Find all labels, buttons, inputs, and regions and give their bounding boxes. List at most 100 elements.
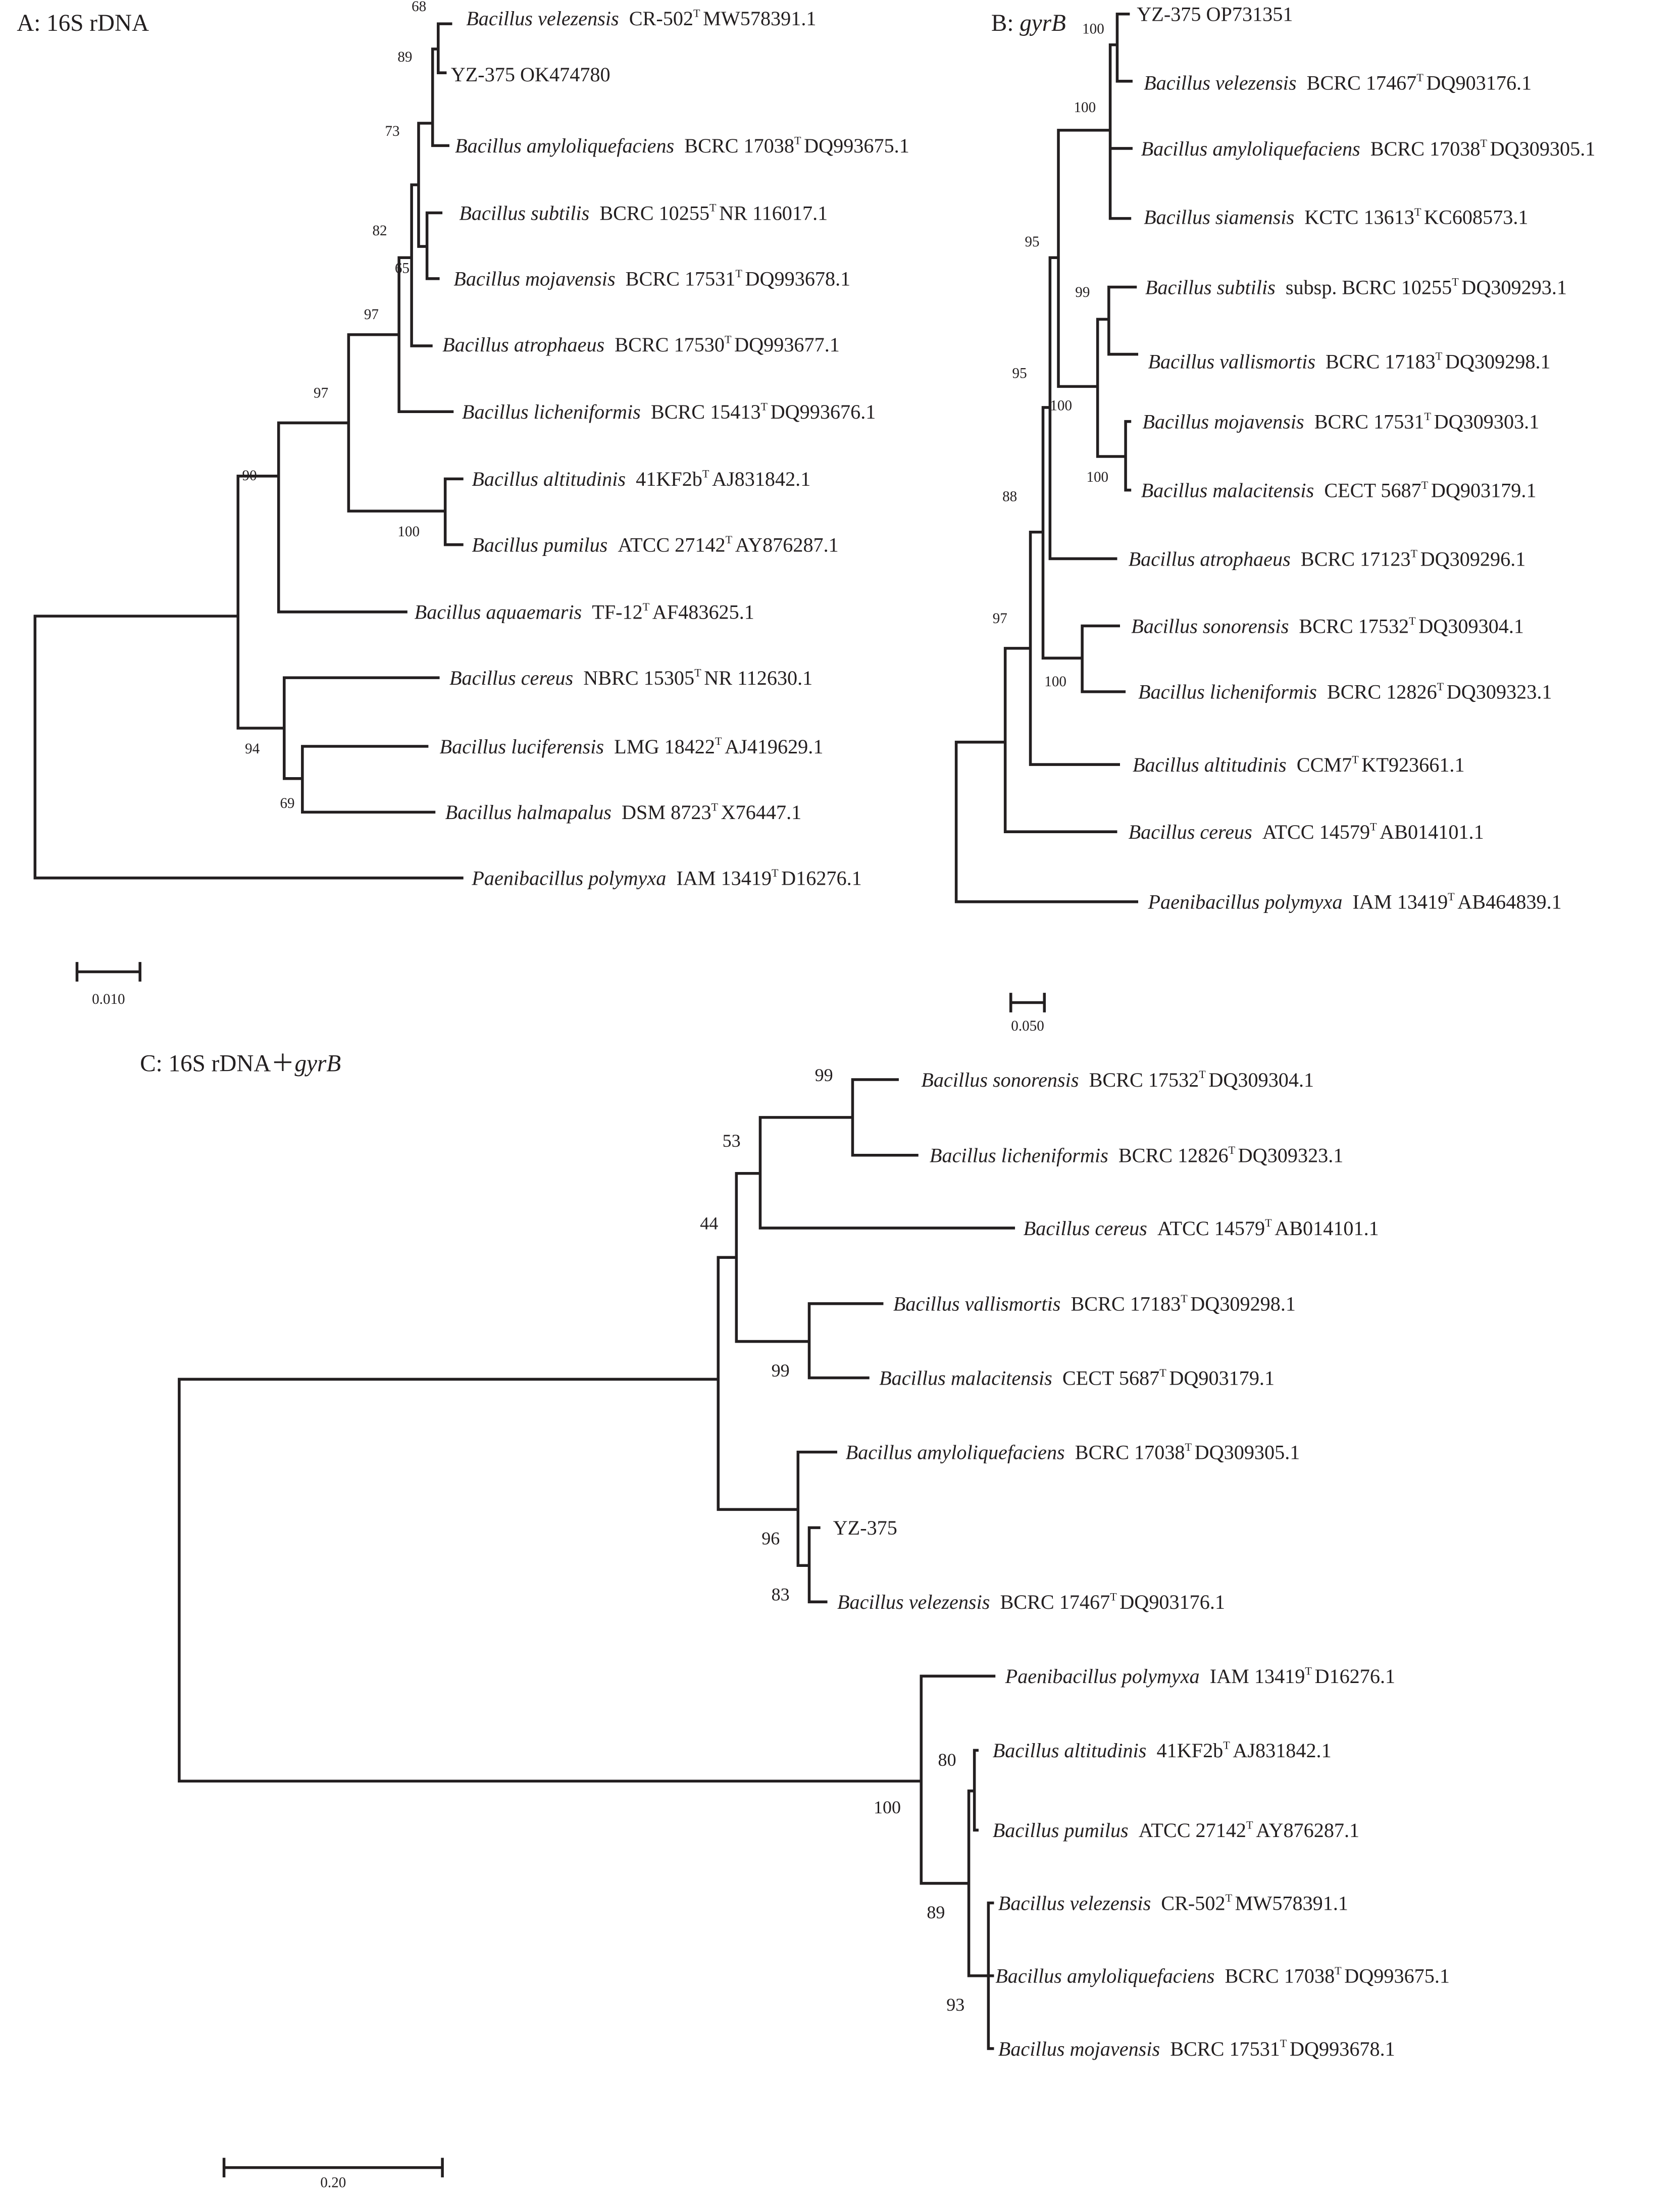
accession-number: NR 112630.1 <box>704 667 812 689</box>
accession-number: AB014101.1 <box>1380 821 1484 843</box>
strain-name: DSM 8723 <box>622 801 711 824</box>
strain-name: IAM 13419 <box>676 867 772 890</box>
accession-number: DQ309323.1 <box>1238 1144 1344 1167</box>
type-strain-mark: T <box>715 735 722 747</box>
accession-number: DQ309323.1 <box>1447 681 1552 703</box>
spacer <box>1317 681 1327 703</box>
spacer <box>616 268 626 290</box>
type-strain-mark: T <box>1280 2037 1287 2050</box>
bootstrap-value: 100 <box>1074 99 1096 116</box>
species-name: Bacillus amyloliquefaciens <box>455 134 674 157</box>
accession-number: AB014101.1 <box>1275 1217 1379 1240</box>
spacer <box>1294 206 1304 229</box>
species-name: Bacillus amyloliquefaciens <box>995 1965 1214 1988</box>
strain-name: BCRC 17467 <box>1307 71 1417 94</box>
type-strain-mark: T <box>1223 1739 1230 1751</box>
accession-number: DQ309304.1 <box>1208 1068 1314 1091</box>
spacer <box>1065 1441 1075 1463</box>
type-strain-mark: T <box>1110 1591 1117 1603</box>
accession-number: DQ993678.1 <box>1290 2038 1395 2060</box>
strain-name: CECT 5687 <box>1324 479 1421 501</box>
type-strain-mark: T <box>1185 1441 1192 1453</box>
strain-name: 41KF2b <box>1157 1739 1224 1762</box>
species-name: Bacillus sonorensis <box>1131 615 1289 637</box>
type-strain-mark: T <box>1265 1216 1272 1229</box>
accession-number: DQ903176.1 <box>1426 71 1532 94</box>
species-name: Bacillus cereus <box>1024 1217 1147 1240</box>
spacer <box>1291 547 1301 570</box>
strain-name: BCRC 12826 <box>1118 1144 1229 1167</box>
accession-number: DQ993676.1 <box>771 400 876 423</box>
type-strain-mark: T <box>1229 1144 1236 1156</box>
species-name: Bacillus altitudinis <box>472 468 626 490</box>
spacer <box>1200 1665 1210 1688</box>
species-name: Bacillus mojavensis <box>1142 411 1304 433</box>
bootstrap-value: 65 <box>395 261 410 277</box>
bootstrap-value: 100 <box>1082 21 1104 37</box>
strain-name: ATCC 27142 <box>1139 1819 1246 1842</box>
strain-name: BCRC 17038 <box>1075 1441 1185 1463</box>
spacer <box>1129 1819 1139 1842</box>
type-strain-mark: T <box>693 7 700 19</box>
strain-name: CCM7 <box>1297 753 1352 776</box>
spacer <box>573 667 583 689</box>
bootstrap-value: 97 <box>993 610 1007 627</box>
type-strain-mark: T <box>1416 71 1423 84</box>
species-name: Bacillus luciferensis <box>440 735 604 758</box>
tree-branches <box>33 22 464 880</box>
strain-name: BCRC 10255 <box>599 201 709 224</box>
accession-number: DQ993675.1 <box>1344 1965 1450 1988</box>
panel-title: C: 16S rDNA＋gyrB <box>140 1050 341 1077</box>
strain-name: BCRC 15413 <box>651 400 761 423</box>
spacer <box>1214 1965 1225 1988</box>
bootstrap-value: 68 <box>412 0 426 15</box>
type-strain-mark: T <box>694 666 701 679</box>
strain-name: IAM 13419 <box>1353 891 1448 913</box>
spacer <box>589 201 599 224</box>
accession-number: DQ309293.1 <box>1461 276 1567 298</box>
spacer <box>607 534 618 556</box>
type-strain-mark: T <box>772 867 779 879</box>
scale-bar-label: 0.050 <box>1011 1018 1044 1034</box>
spacer <box>1276 276 1286 298</box>
species-name: Bacillus licheniformis <box>930 1144 1108 1167</box>
accession-number: AF483625.1 <box>652 601 754 624</box>
bootstrap-value: 100 <box>1050 397 1072 414</box>
spacer <box>1289 615 1299 637</box>
spacer <box>1151 1892 1161 1914</box>
panel-title-gene: gyrB <box>295 1050 341 1077</box>
spacer <box>990 1591 1000 1613</box>
strain-name: BCRC 17123 <box>1301 547 1411 570</box>
panel-title-text: B: <box>991 10 1020 36</box>
type-strain-mark: T <box>1159 1366 1166 1379</box>
spacer <box>582 601 592 624</box>
species-name: Bacillus velezensis <box>466 7 619 30</box>
species-name: Bacillus malacitensis <box>1141 479 1314 501</box>
accession-number: DQ309296.1 <box>1420 547 1526 570</box>
species-name: Paenibacillus polymyxa <box>471 867 666 890</box>
type-strain-mark: T <box>1437 680 1444 693</box>
strain-name: LMG 18422 <box>614 735 715 758</box>
strain-name: BCRC 17532 <box>1089 1068 1199 1091</box>
type-strain-mark: T <box>1335 1964 1342 1977</box>
type-strain-mark: T <box>1409 615 1416 627</box>
scale-bar-label: 0.20 <box>320 2174 346 2190</box>
spacer <box>1360 137 1370 160</box>
strain-name: ATCC 14579 <box>1262 821 1370 843</box>
spacer <box>1297 71 1307 94</box>
